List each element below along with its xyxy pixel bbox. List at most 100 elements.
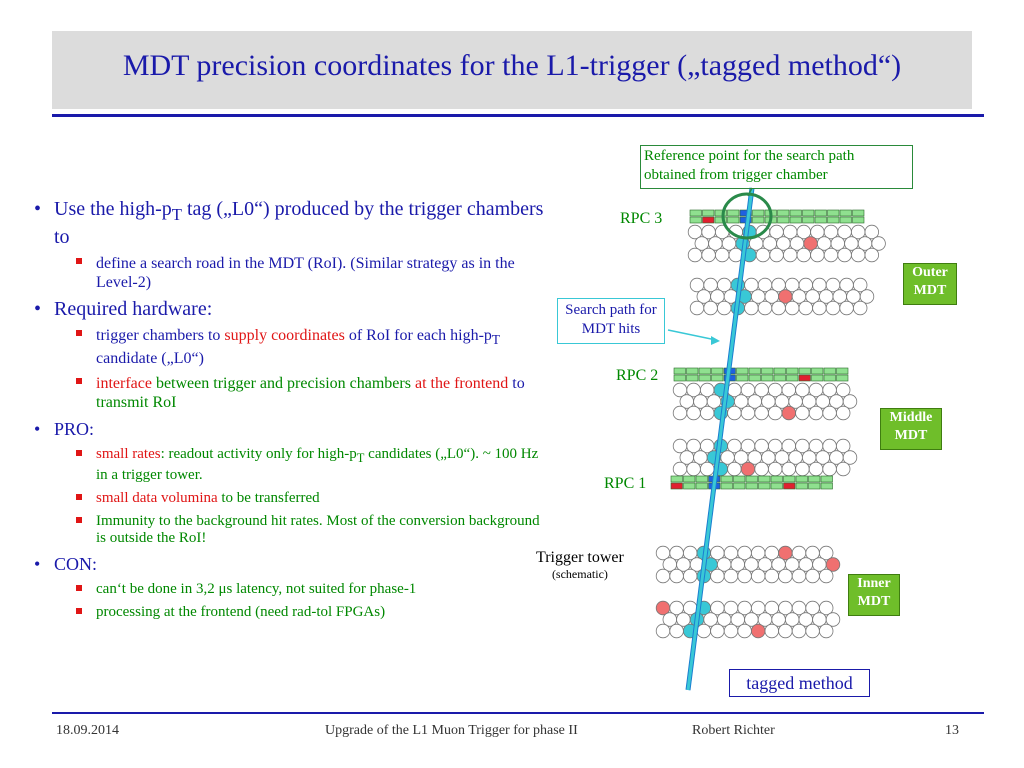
rpc-strip [686, 374, 699, 382]
rpc-strip [748, 367, 761, 375]
reference-point-note: Reference point for the search path obta… [640, 145, 913, 189]
mdt-tube [851, 247, 866, 263]
mdt-tube [669, 568, 684, 584]
sub-bullet-latency: can‘t be done in 3,2 μs latency, not sui… [30, 581, 550, 598]
mdt-tube [700, 461, 715, 477]
trigger-tower-label: Trigger tower (schematic) [536, 549, 624, 581]
rpc-strip [836, 367, 849, 375]
mdt-tube [825, 300, 841, 316]
mdt-tube [798, 300, 814, 316]
mdt-tube [683, 568, 698, 584]
mdt-tube [836, 461, 851, 477]
sub-bullet-search-road: define a search road in the MDT (RoI). (… [30, 254, 550, 292]
mdt-tube-layers [655, 224, 886, 639]
mdt-tube [700, 405, 715, 421]
mdt-tube [853, 300, 868, 316]
mdt-tube [795, 405, 810, 421]
rpc-strip [820, 475, 833, 483]
mdt-tube [754, 461, 769, 477]
rpc-strip [795, 475, 808, 483]
reference-point-marker [721, 192, 773, 240]
search-path-highlight [686, 187, 754, 691]
mdt-tube [715, 247, 730, 263]
rpc-strip [686, 367, 699, 375]
rpc-strip [736, 374, 749, 382]
mdt-tube [737, 568, 752, 584]
mdt-tube [785, 300, 800, 316]
rpc-strip [711, 367, 724, 375]
mdt-tube [825, 557, 841, 572]
mdt-tube [768, 405, 783, 421]
mdt-tube [805, 568, 820, 584]
search-arrow-line [667, 329, 717, 341]
rpc-strip [727, 209, 740, 217]
mdt-tube [842, 394, 858, 409]
square-bullet-icon [76, 378, 82, 385]
rpc-strip [802, 216, 815, 224]
rpc-strip [727, 216, 740, 224]
title-divider [52, 114, 984, 117]
mdt-tube [822, 461, 837, 477]
bullet-con: CON: [30, 553, 550, 575]
rpc-strip [823, 374, 836, 382]
rpc-strip [673, 367, 686, 375]
bullet-use-tag: Use the high-pT tag („L0“) produced by t… [30, 198, 550, 248]
mdt-tube [778, 623, 793, 639]
rpc-strip [714, 209, 727, 217]
square-bullet-icon [76, 517, 82, 524]
rpc-strip [736, 367, 749, 375]
mdt-tube [839, 300, 854, 316]
mdt-tube [822, 405, 837, 421]
sub-bullet-small-data: small data volumina to be transferred [30, 490, 550, 507]
mdt-tube [819, 600, 834, 616]
rpc-strip [714, 216, 727, 224]
mdt-tube [871, 236, 886, 251]
search-arrow-head [711, 336, 720, 345]
tagged-method-label: tagged method [729, 669, 870, 697]
rpc-strip [720, 482, 733, 490]
rpc-strip [852, 209, 865, 217]
rpc-strip [745, 482, 758, 490]
rpc-strip [773, 374, 786, 382]
rpc-strip [745, 475, 758, 483]
mdt-tube [764, 623, 780, 639]
rpc-strip [683, 475, 696, 483]
bullet-list: Use the high-pT tag („L0“) produced by t… [30, 198, 550, 627]
rpc-strip [789, 209, 802, 217]
rpc-strip [786, 367, 799, 375]
mdt-tube [672, 405, 688, 421]
rpc-strip [752, 209, 765, 217]
footer-date: 18.09.2014 [56, 723, 119, 738]
rpc-strip [761, 367, 774, 375]
mdt-tube [823, 247, 839, 263]
rpc-strip [814, 209, 827, 217]
footer-page-number: 13 [945, 723, 959, 738]
rpc-strip [814, 216, 827, 224]
rpc-strip [733, 475, 746, 483]
mdt-tube [764, 568, 780, 584]
rpc-strip [795, 482, 808, 490]
rpc-strip [673, 374, 686, 382]
mdt-tube [819, 545, 834, 561]
mdt-tube [810, 247, 825, 263]
mdt-tube [754, 405, 769, 421]
mdt-tube [737, 623, 752, 639]
mdt-tube [723, 623, 739, 639]
mdt-tube [740, 405, 756, 421]
mdt-tube [710, 623, 725, 639]
rpc-strip [827, 209, 840, 217]
mdt-tube [686, 461, 701, 477]
rpc2-label: RPC 2 [616, 367, 659, 384]
mdt-tube [783, 247, 798, 263]
mdt-tube [723, 568, 739, 584]
rpc-strip [683, 482, 696, 490]
square-bullet-icon [76, 494, 82, 501]
rpc-strip [702, 209, 715, 217]
rpc1-label: RPC 1 [604, 475, 647, 492]
rpc-strip [786, 374, 799, 382]
rpc-strip [777, 209, 790, 217]
rpc-chambers [670, 209, 865, 490]
mdt-tube [795, 461, 810, 477]
bullet-hardware: Required hardware: [30, 298, 550, 320]
